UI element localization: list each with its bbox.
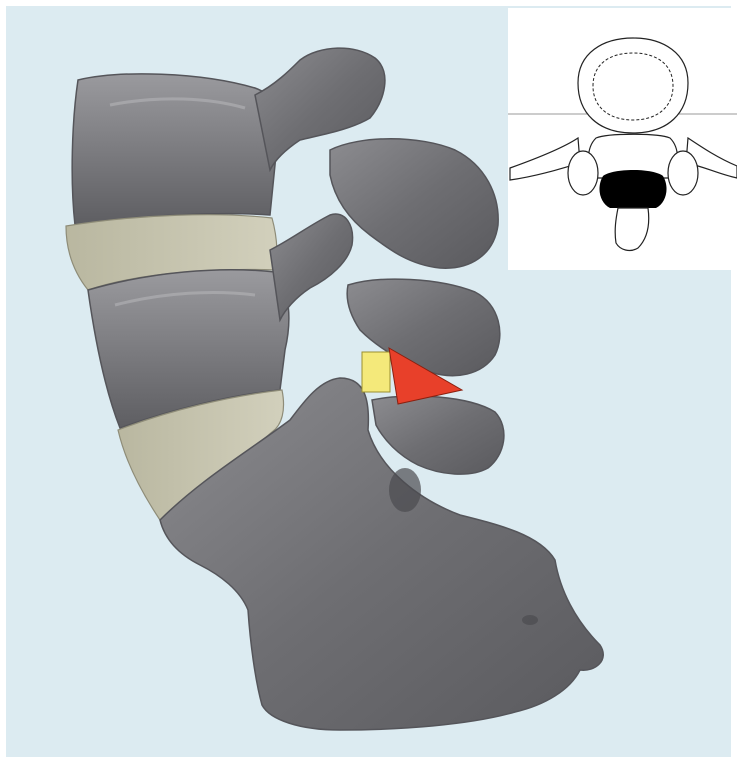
yellow-marker — [362, 352, 390, 392]
upper-vertebral-body — [72, 74, 278, 225]
sacral-foramen — [389, 468, 421, 512]
highlighted-region — [599, 170, 666, 208]
upper-spinous-process — [330, 139, 498, 268]
sacral-notch — [522, 615, 538, 625]
vertebral-body-outline — [578, 38, 688, 133]
axial-inset — [508, 8, 737, 270]
spinous-process — [615, 208, 649, 250]
left-facet — [568, 151, 598, 195]
right-facet — [668, 151, 698, 195]
axial-vertebra-diagram — [508, 8, 737, 270]
lower-spinous-process — [372, 396, 504, 474]
middle-pedicle — [270, 214, 353, 320]
